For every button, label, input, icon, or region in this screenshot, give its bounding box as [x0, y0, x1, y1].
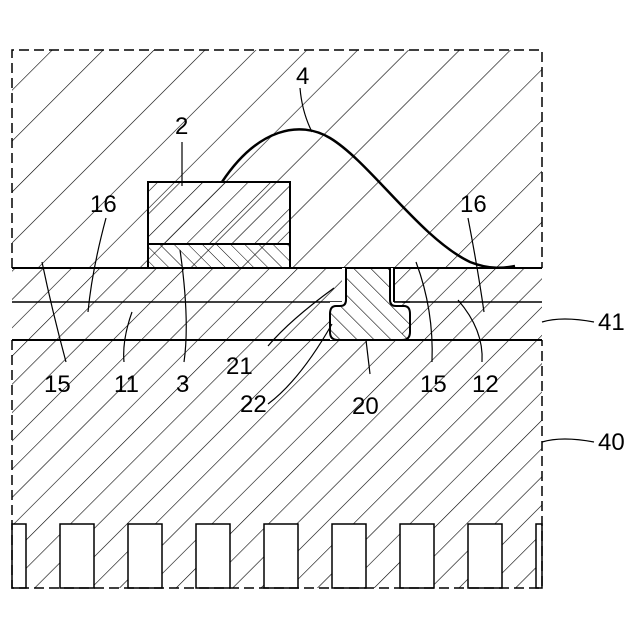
- label-21: 21: [226, 353, 253, 380]
- label-15-left: 15: [44, 371, 71, 398]
- label-16-left: 16: [90, 191, 117, 218]
- label-41: 41: [598, 309, 625, 336]
- label-22: 22: [240, 391, 267, 418]
- label-40: 40: [598, 429, 625, 456]
- label-12: 12: [472, 371, 499, 398]
- label-15-right: 15: [420, 371, 447, 398]
- label-16-right: 16: [460, 191, 487, 218]
- semiconductor-chip: [148, 182, 290, 244]
- label-4: 4: [296, 63, 309, 90]
- label-11: 11: [114, 371, 139, 398]
- label-3: 3: [176, 371, 189, 398]
- lower-insulator-layer: [12, 302, 542, 340]
- die-attach-layer: [148, 244, 290, 268]
- label-20: 20: [352, 393, 379, 420]
- label-2: 2: [175, 113, 188, 140]
